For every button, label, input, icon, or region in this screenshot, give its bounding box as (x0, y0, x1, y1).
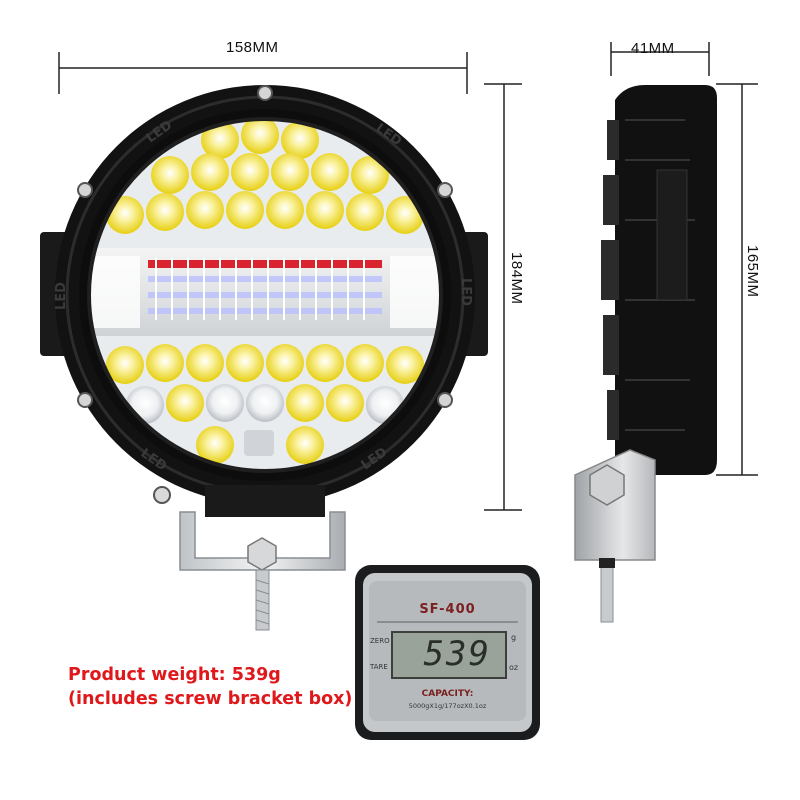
svg-text:LED: LED (54, 282, 69, 310)
side-depth-dimension (610, 42, 710, 76)
front-height-label: 184MM (508, 252, 525, 305)
lamp-side (574, 85, 717, 623)
digital-scale: SF-400 ZERO TARE 539 g oz CAPACITY: 5000… (355, 565, 540, 740)
front-height-dimension (484, 83, 522, 511)
side-height-dimension (716, 83, 758, 476)
side-height-label: 165MM (744, 245, 761, 298)
bezel-screw (77, 392, 93, 408)
front-width-label: 158MM (226, 39, 279, 56)
center-led-bar (89, 248, 441, 336)
mount-base (205, 485, 325, 517)
weight-caption-line1: Product weight: 539g (68, 665, 281, 685)
lamp-front: LED LED LED LED LED LED (40, 85, 488, 631)
weight-caption-line2: (includes screw bracket box) (68, 689, 353, 709)
bracket-nut (247, 537, 277, 571)
zero-label: ZERO (370, 637, 390, 645)
front-width-dimension (58, 52, 468, 94)
unit-oz: oz (509, 663, 519, 672)
weight-caption: Product weight: 539g (includes screw bra… (68, 663, 352, 711)
scale-brand: SF-400 (419, 602, 476, 617)
capacity-value: 5000gX1g/177ozX0.1oz (408, 702, 487, 710)
weight-reading: 539 (423, 634, 491, 674)
side-depth-label: 41MM (631, 40, 675, 57)
bezel-screw (437, 392, 453, 408)
capacity-label: CAPACITY: (421, 689, 474, 699)
bezel-screw (257, 85, 273, 101)
bezel-screw (77, 182, 93, 198)
svg-text:LED: LED (458, 278, 473, 306)
side-bracket (574, 449, 656, 561)
side-bolt (600, 559, 614, 623)
upper-led-array (106, 119, 424, 234)
tare-label: TARE (370, 663, 388, 671)
lcd-display: 539 (391, 631, 507, 679)
unit-g: g (511, 633, 517, 642)
bezel-screw (437, 182, 453, 198)
